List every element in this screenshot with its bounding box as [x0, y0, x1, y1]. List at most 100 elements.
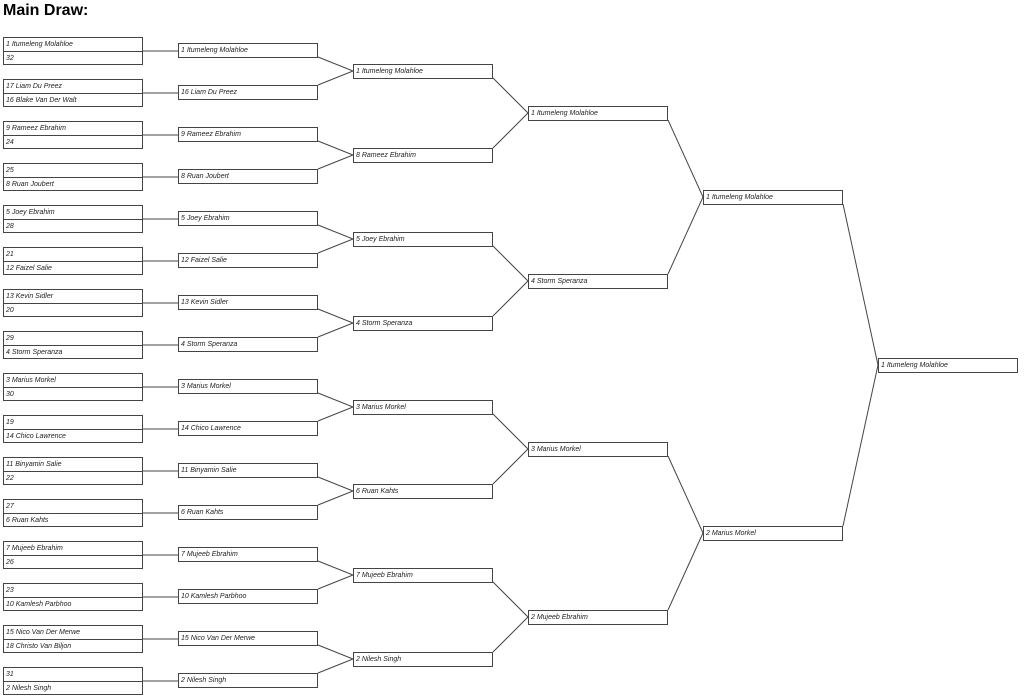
match-entry-bottom: 30: [6, 391, 14, 398]
player-name: 16 Liam Du Preez: [181, 89, 238, 96]
player-name: 4 Storm Speranza: [356, 320, 413, 327]
round1-match: 15 Nico Van Der Merwe 18 Christo Van Bilj…: [3, 625, 143, 653]
bracket-connector: [667, 119, 704, 275]
round1-match: 31 2 Nilesh Singh: [3, 667, 143, 695]
round3-slot: 7 Mujeeb Ebrahim: [353, 568, 493, 583]
bracket-connector: [492, 413, 529, 485]
bracket-connector: [317, 140, 355, 170]
player-name: 6 Ruan Kahts: [356, 488, 399, 495]
match-entry-bottom: 18 Christo Van Biljon: [6, 643, 72, 650]
player-name: 8 Rameez Ebrahim: [356, 152, 416, 159]
round2-slot: 9 Rameez Ebrahim: [178, 127, 318, 142]
bracket-connector: [842, 203, 879, 527]
match-entry-bottom: 24: [6, 139, 14, 146]
player-name: 1 Itumeleng Molahloe: [181, 47, 248, 54]
match-entry-bottom: 2 Nilesh Singh: [6, 685, 52, 692]
player-name: 10 Kamlesh Parbhoo: [181, 593, 247, 600]
player-name: 9 Rameez Ebrahim: [181, 131, 241, 138]
round2-slot: 10 Kamlesh Parbhoo: [178, 589, 318, 604]
match-entry-bottom: 20: [6, 307, 14, 314]
round4-slot: 1 Itumeleng Molahloe: [528, 106, 668, 121]
round4-slot: 3 Marius Morkel: [528, 442, 668, 457]
player-name: 8 Ruan Joubert: [181, 173, 229, 180]
bracket-connector: [492, 77, 529, 149]
round3-slot: 3 Marius Morkel: [353, 400, 493, 415]
match-entry-top: 13 Kevin Sidler: [4, 290, 142, 304]
round5-slot: 2 Marius Morkel: [703, 526, 843, 541]
player-name: 3 Marius Morkel: [356, 404, 406, 411]
player-name: 2 Marius Morkel: [706, 530, 756, 537]
player-name: 5 Joey Ebrahim: [356, 236, 405, 243]
match-entry-bottom: 14 Chico Lawrence: [6, 433, 66, 440]
match-entry-bottom: 12 Faizel Salie: [6, 265, 52, 272]
round1-match: 23 10 Kamlesh Parbhoo: [3, 583, 143, 611]
bracket-connector: [317, 56, 355, 86]
round2-slot: 12 Faizel Salie: [178, 253, 318, 268]
player-name: 14 Chico Lawrence: [181, 425, 241, 432]
round1-match: 29 4 Storm Speranza: [3, 331, 143, 359]
player-name: 1 Itumeleng Molahloe: [531, 110, 598, 117]
player-name: 6 Ruan Kahts: [181, 509, 224, 516]
match-entry-top: 23: [4, 584, 142, 598]
round3-slot: 1 Itumeleng Molahloe: [353, 64, 493, 79]
round2-slot: 14 Chico Lawrence: [178, 421, 318, 436]
round4-slot: 2 Mujeeb Ebrahim: [528, 610, 668, 625]
player-name: 3 Marius Morkel: [181, 383, 231, 390]
match-entry-top: 27: [4, 500, 142, 514]
match-entry-bottom: 22: [6, 475, 14, 482]
match-entry-top: 15 Nico Van Der Merwe: [4, 626, 142, 640]
bracket-connector: [492, 581, 529, 653]
match-entry-bottom: 4 Storm Speranza: [6, 349, 63, 356]
round3-slot: 2 Nilesh Singh: [353, 652, 493, 667]
match-entry-bottom: 10 Kamlesh Parbhoo: [6, 601, 72, 608]
round2-slot: 5 Joey Ebrahim: [178, 211, 318, 226]
round2-slot: 13 Kevin Sidler: [178, 295, 318, 310]
match-entry-top: 21: [4, 248, 142, 262]
match-entry-bottom: 16 Blake Van Der Walt: [6, 97, 77, 104]
player-name: 11 Binyamin Salie: [181, 467, 237, 474]
player-name: 1 Itumeleng Molahloe: [356, 68, 423, 75]
player-name: 1 Itumeleng Molahloe: [881, 362, 948, 369]
player-name: 12 Faizel Salie: [181, 257, 227, 264]
match-entry-top: 3 Marius Morkel: [4, 374, 142, 388]
round2-slot: 1 Itumeleng Molahloe: [178, 43, 318, 58]
round3-slot: 5 Joey Ebrahim: [353, 232, 493, 247]
round2-slot: 4 Storm Speranza: [178, 337, 318, 352]
match-entry-top: 17 Liam Du Preez: [4, 80, 142, 94]
round1-match: 27 6 Ruan Kahts: [3, 499, 143, 527]
match-entry-bottom: 8 Ruan Joubert: [6, 181, 54, 188]
match-entry-bottom: 28: [6, 223, 14, 230]
player-name: 1 Itumeleng Molahloe: [706, 194, 773, 201]
round2-slot: 8 Ruan Joubert: [178, 169, 318, 184]
match-entry-top: 25: [4, 164, 142, 178]
match-entry-top: 7 Mujeeb Ebrahim: [4, 542, 142, 556]
player-name: 5 Joey Ebrahim: [181, 215, 230, 222]
bracket-connector: [317, 476, 355, 506]
player-name: 2 Nilesh Singh: [181, 677, 227, 684]
round3-slot: 6 Ruan Kahts: [353, 484, 493, 499]
match-entry-top: 29: [4, 332, 142, 346]
round1-match: 17 Liam Du Preez 16 Blake Van Der Walt: [3, 79, 143, 107]
round2-slot: 7 Mujeeb Ebrahim: [178, 547, 318, 562]
round2-slot: 16 Liam Du Preez: [178, 85, 318, 100]
match-entry-top: 31: [4, 668, 142, 682]
round1-match: 25 8 Ruan Joubert: [3, 163, 143, 191]
page-title: Main Draw:: [3, 2, 89, 19]
player-name: 4 Storm Speranza: [531, 278, 588, 285]
bracket-connector: [317, 392, 355, 422]
player-name: 15 Nico Van Der Merwe: [181, 635, 256, 642]
match-entry-bottom: 32: [6, 55, 14, 62]
match-entry-top: 1 Itumeleng Molahloe: [4, 38, 142, 52]
match-entry-bottom: 6 Ruan Kahts: [6, 517, 49, 524]
round5-slot: 1 Itumeleng Molahloe: [703, 190, 843, 205]
round4-slot: 4 Storm Speranza: [528, 274, 668, 289]
player-name: 3 Marius Morkel: [531, 446, 581, 453]
bracket-connector: [492, 245, 529, 317]
